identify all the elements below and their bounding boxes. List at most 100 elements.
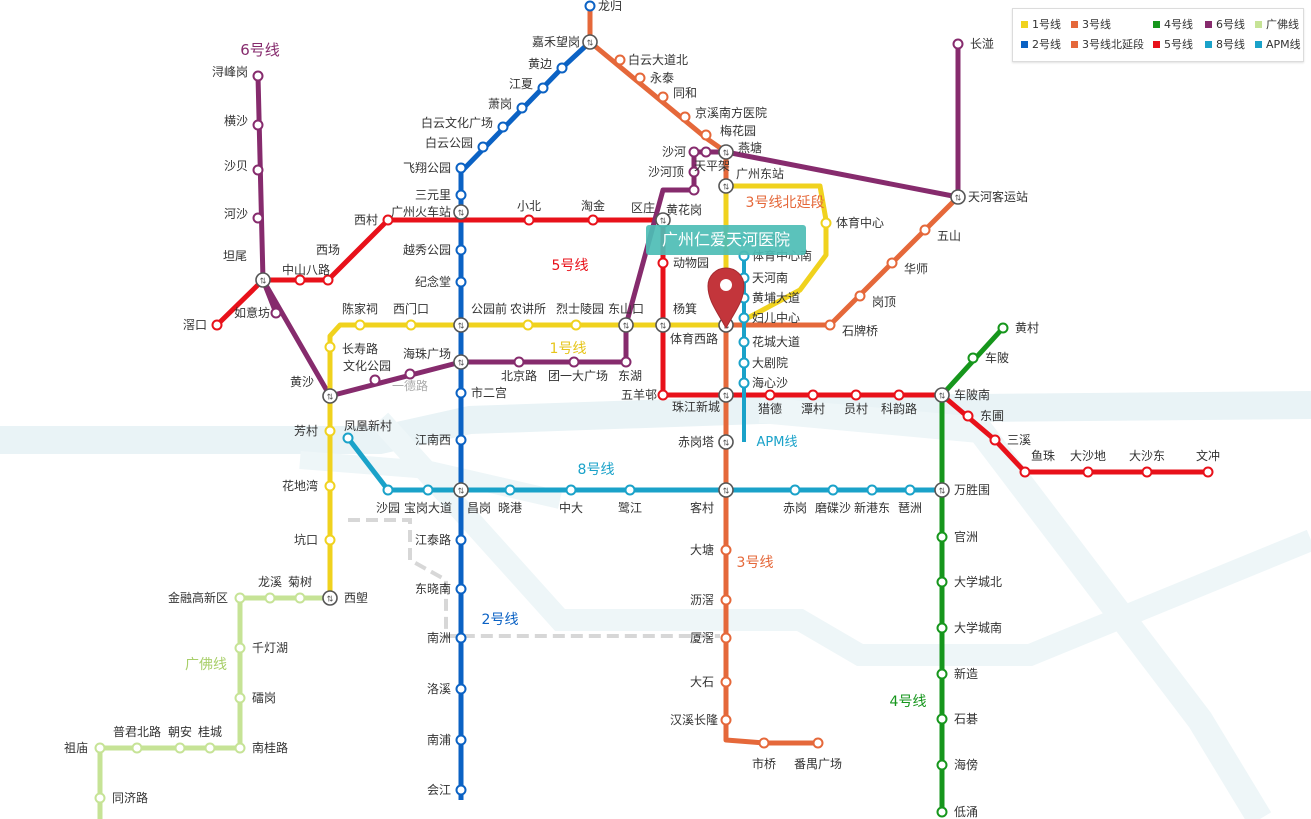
station-dot[interactable] [904,484,916,496]
station-dot[interactable] [252,70,264,82]
station-dot[interactable] [807,389,819,401]
station-dot[interactable] [820,217,832,229]
station-dot[interactable] [720,676,732,688]
station-dot[interactable] [989,434,1001,446]
station-dot[interactable] [919,224,931,236]
station-dot[interactable] [738,377,750,389]
station-dot[interactable] [455,784,467,796]
station-dot[interactable] [516,102,528,114]
station-dot[interactable] [455,734,467,746]
station-dot[interactable] [997,322,1009,334]
station-dot[interactable] [234,592,246,604]
station-dot[interactable] [657,257,669,269]
station-dot[interactable] [584,0,596,12]
station-dot[interactable] [758,737,770,749]
station-dot[interactable] [455,534,467,546]
station-dot[interactable] [565,484,577,496]
station-dot[interactable] [455,162,467,174]
station-dot[interactable] [936,806,948,818]
station-dot[interactable] [455,683,467,695]
station-dot[interactable] [455,276,467,288]
station-dot[interactable] [477,141,489,153]
station-dot[interactable] [405,319,417,331]
station-dot[interactable] [324,425,336,437]
station-dot[interactable] [738,336,750,348]
transfer-station-icon[interactable] [453,482,469,498]
station-dot[interactable] [936,531,948,543]
location-pin-icon[interactable] [707,267,745,330]
station-dot[interactable] [455,244,467,256]
station-dot[interactable] [700,146,712,158]
station-dot[interactable] [1019,466,1031,478]
station-dot[interactable] [789,484,801,496]
hospital-marker[interactable]: 广州仁爱天河医院 [646,225,806,330]
station-dot[interactable] [570,319,582,331]
station-dot[interactable] [497,121,509,133]
station-dot[interactable] [614,54,626,66]
station-dot[interactable] [936,668,948,680]
station-dot[interactable] [94,742,106,754]
transfer-station-icon[interactable] [453,354,469,370]
transfer-station-icon[interactable] [453,317,469,333]
station-dot[interactable] [382,484,394,496]
station-dot[interactable] [634,72,646,84]
station-dot[interactable] [738,357,750,369]
station-dot[interactable] [738,312,750,324]
station-dot[interactable] [204,742,216,754]
station-dot[interactable] [513,356,525,368]
station-dot[interactable] [522,319,534,331]
station-dot[interactable] [455,583,467,595]
station-dot[interactable] [720,594,732,606]
station-dot[interactable] [342,432,354,444]
station-dot[interactable] [688,146,700,158]
station-dot[interactable] [936,576,948,588]
transfer-station-icon[interactable] [655,317,671,333]
station-dot[interactable] [952,38,964,50]
station-dot[interactable] [866,484,878,496]
station-dot[interactable] [893,389,905,401]
station-dot[interactable] [700,129,712,141]
station-dot[interactable] [886,257,898,269]
station-dot[interactable] [94,792,106,804]
station-dot[interactable] [1141,466,1153,478]
transfer-station-icon[interactable] [618,317,634,333]
station-dot[interactable] [962,410,974,422]
station-dot[interactable] [294,592,306,604]
transfer-station-icon[interactable] [322,590,338,606]
station-dot[interactable] [324,534,336,546]
station-dot[interactable] [234,692,246,704]
station-dot[interactable] [764,389,776,401]
station-dot[interactable] [688,184,700,196]
station-dot[interactable] [252,164,264,176]
station-dot[interactable] [455,189,467,201]
transfer-station-icon[interactable] [934,482,950,498]
station-dot[interactable] [720,632,732,644]
station-dot[interactable] [234,642,246,654]
station-dot[interactable] [537,82,549,94]
station-dot[interactable] [556,62,568,74]
station-dot[interactable] [1202,466,1214,478]
transfer-station-icon[interactable] [718,482,734,498]
station-dot[interactable] [967,352,979,364]
station-dot[interactable] [422,484,434,496]
transfer-station-icon[interactable] [718,434,734,450]
station-dot[interactable] [620,356,632,368]
station-dot[interactable] [369,374,381,386]
station-dot[interactable] [382,214,394,226]
station-dot[interactable] [455,632,467,644]
station-dot[interactable] [936,759,948,771]
transfer-station-icon[interactable] [453,204,469,220]
transfer-station-icon[interactable] [322,388,338,404]
station-dot[interactable] [720,714,732,726]
station-dot[interactable] [523,214,535,226]
transfer-station-icon[interactable] [718,144,734,160]
station-dot[interactable] [827,484,839,496]
transfer-station-icon[interactable] [934,387,950,403]
transfer-station-icon[interactable] [718,178,734,194]
station-dot[interactable] [568,356,580,368]
station-dot[interactable] [812,737,824,749]
station-dot[interactable] [211,319,223,331]
station-dot[interactable] [174,742,186,754]
station-dot[interactable] [1082,466,1094,478]
